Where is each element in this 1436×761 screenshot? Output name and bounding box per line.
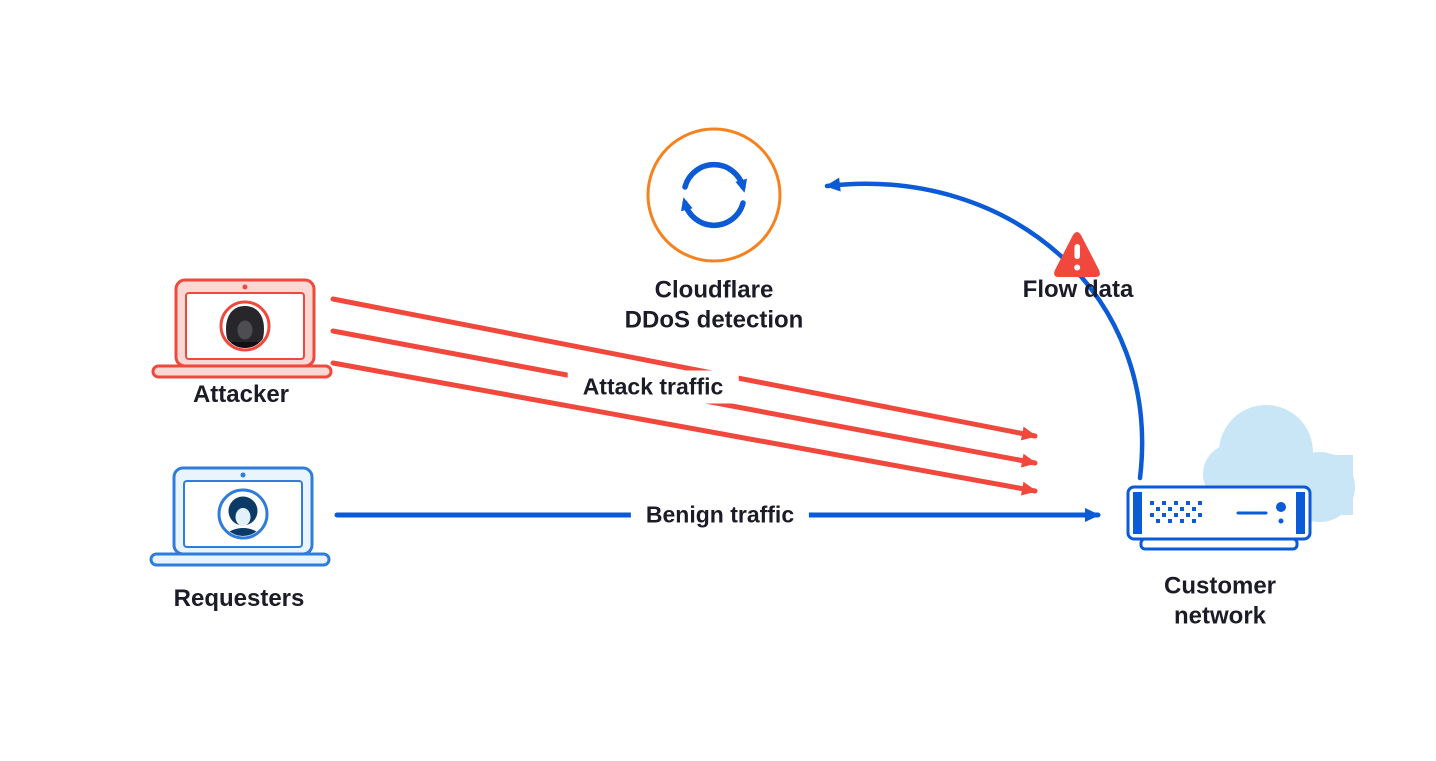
router-cloud-icon: [1126, 405, 1355, 551]
sync-icon: [681, 161, 747, 229]
detector-label-line1: Cloudflare: [654, 276, 774, 304]
benign-traffic-label: Benign traffic: [630, 498, 810, 532]
router-icon: [1126, 485, 1312, 551]
warning-icon: [1054, 232, 1100, 277]
requesters-label: Requesters: [173, 585, 305, 612]
detector-label: Cloudflare DDoS detection: [625, 276, 804, 337]
attack-traffic-label: Attack traffic: [567, 370, 739, 404]
attacker-laptop-icon: [151, 278, 333, 379]
attacker-label: Attacker: [192, 381, 290, 408]
flow-data-arrow: [824, 177, 1145, 481]
customer-network-label-line1: Customer: [1163, 572, 1277, 600]
customer-network-label: Customer network: [1164, 572, 1276, 633]
flow-data-label: Flow data: [1022, 276, 1134, 303]
customer-network-label-line2: network: [1173, 603, 1266, 630]
requester-avatar: [221, 496, 265, 536]
attacker-avatar: [226, 306, 264, 348]
detector-label-line2: DDoS detection: [624, 307, 804, 334]
requester-laptop-icon: [149, 466, 331, 567]
cloud-icon: [1203, 405, 1355, 522]
ddos-detector-node: [646, 127, 782, 263]
